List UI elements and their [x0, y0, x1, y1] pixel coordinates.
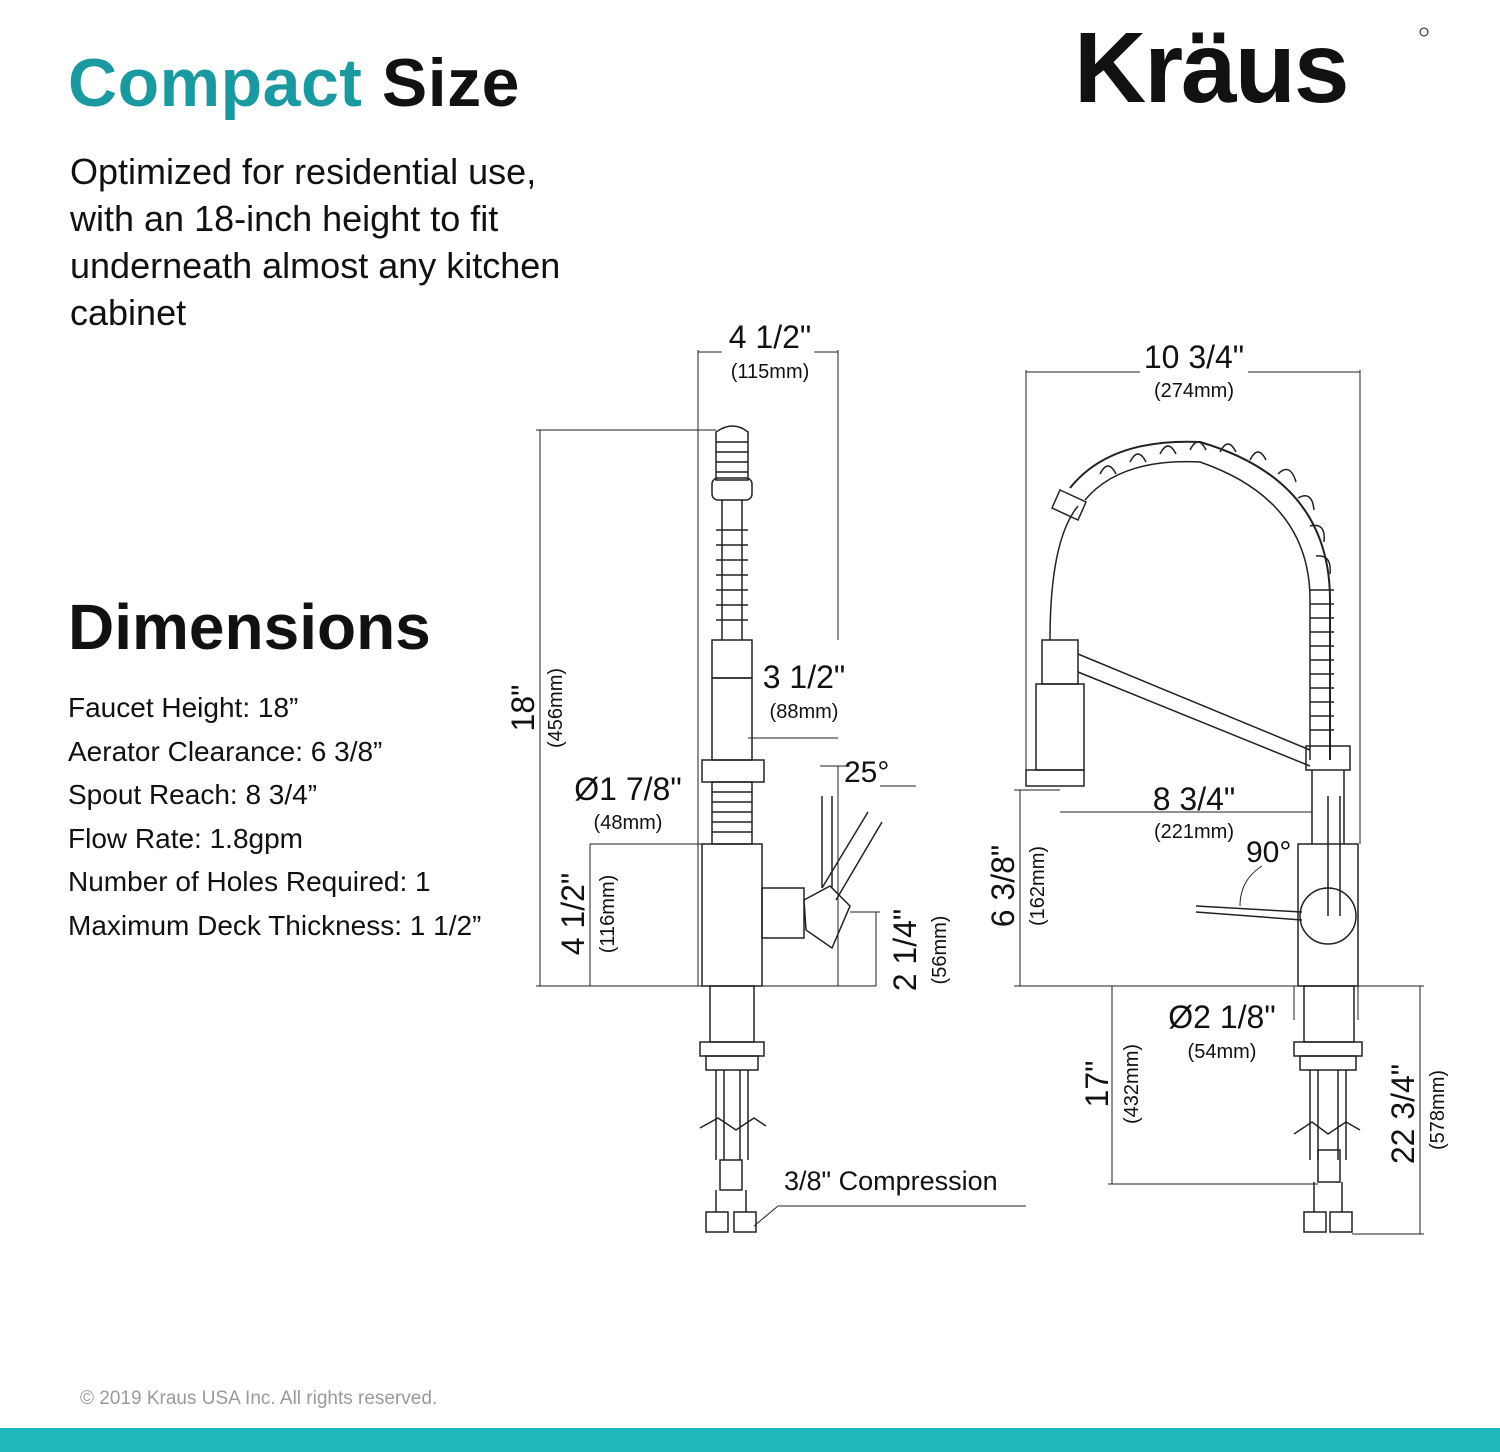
front-view-labels: 10 3/4" (274mm) 8 3/4" (221mm) 90° 6 3/8… [985, 339, 1449, 1164]
dim-height: 18" [505, 685, 541, 732]
side-view-faucet [699, 425, 883, 1233]
dim-handle-reach-mm: (88mm) [770, 701, 839, 723]
dim-clearance-mm: (162mm) [1027, 846, 1049, 926]
dim-spout-reach-mm: (221mm) [1154, 821, 1234, 843]
dim-deck-diameter-mm: (54mm) [1188, 1041, 1257, 1063]
dim-below-deck: 22 3/4" [1385, 1064, 1421, 1164]
spec-aerator-clearance: Aerator Clearance: 6 3/8” [68, 735, 383, 767]
page-title: Compact Size [68, 44, 520, 122]
dim-top-width-mm: (115mm) [731, 361, 810, 383]
dim-body-height: 4 1/2" [555, 873, 591, 956]
dim-handle-angle: 25° [844, 756, 889, 789]
footer-bar [0, 1428, 1500, 1452]
side-view-labels: 4 1/2" (115mm) 18" (456mm) 3 1/2" (88mm)… [505, 319, 998, 1196]
dim-hose-length: 17" [1079, 1061, 1115, 1108]
dim-handle-height: 2 1/4" [887, 909, 923, 992]
dim-body-height-mm: (116mm) [597, 875, 619, 954]
spec-list: Faucet Height: 18” Aerator Clearance: 6 … [68, 686, 481, 947]
title-accent: Compact [68, 45, 363, 121]
side-view-dimension-lines [536, 350, 1026, 1227]
dim-below-deck-mm: (578mm) [1427, 1070, 1449, 1150]
dimensions-heading: Dimensions [68, 591, 431, 663]
dim-overall-width: 10 3/4" [1144, 339, 1244, 375]
spec-spout-reach: Spout Reach: 8 3/4” [68, 779, 318, 810]
dim-deck-diameter: Ø2 1/8" [1168, 999, 1275, 1035]
front-view-dimension-lines [1014, 370, 1424, 1235]
spec-holes-required: Number of Holes Required: 1 [68, 866, 431, 897]
spec-flow-rate: Flow Rate: 1.8gpm [68, 822, 303, 854]
dim-height-mm: (456mm) [545, 668, 567, 748]
title-rest: Size [381, 45, 520, 121]
front-view-faucet [1025, 440, 1363, 1233]
dim-overall-width-mm: (274mm) [1154, 380, 1234, 402]
dim-connection: 3/8" Compression [784, 1166, 998, 1196]
spec-faucet-height: Faucet Height: 18” [68, 692, 299, 723]
dim-front-handle-angle: 90° [1246, 836, 1291, 869]
spec-deck-thickness: Maximum Deck Thickness: 1 1/2” [68, 909, 482, 941]
intro-text: Optimized for residential use, with an 1… [70, 151, 561, 333]
svg-text:Kräus: Kräus [1074, 12, 1347, 110]
dim-base-diameter-mm: (48mm) [594, 812, 663, 834]
dim-clearance: 6 3/8" [985, 845, 1021, 928]
dim-hose-length-mm: (432mm) [1121, 1044, 1143, 1124]
copyright-text: © 2019 Kraus USA Inc. All rights reserve… [80, 1388, 438, 1409]
dim-spout-reach: 8 3/4" [1153, 781, 1236, 817]
dim-handle-reach: 3 1/2" [763, 659, 846, 695]
dim-handle-height-mm: (56mm) [929, 916, 951, 985]
dim-top-width: 4 1/2" [729, 319, 812, 355]
kraus-logo: Kräus [1074, 12, 1429, 110]
dim-base-diameter: Ø1 7/8" [574, 771, 681, 807]
